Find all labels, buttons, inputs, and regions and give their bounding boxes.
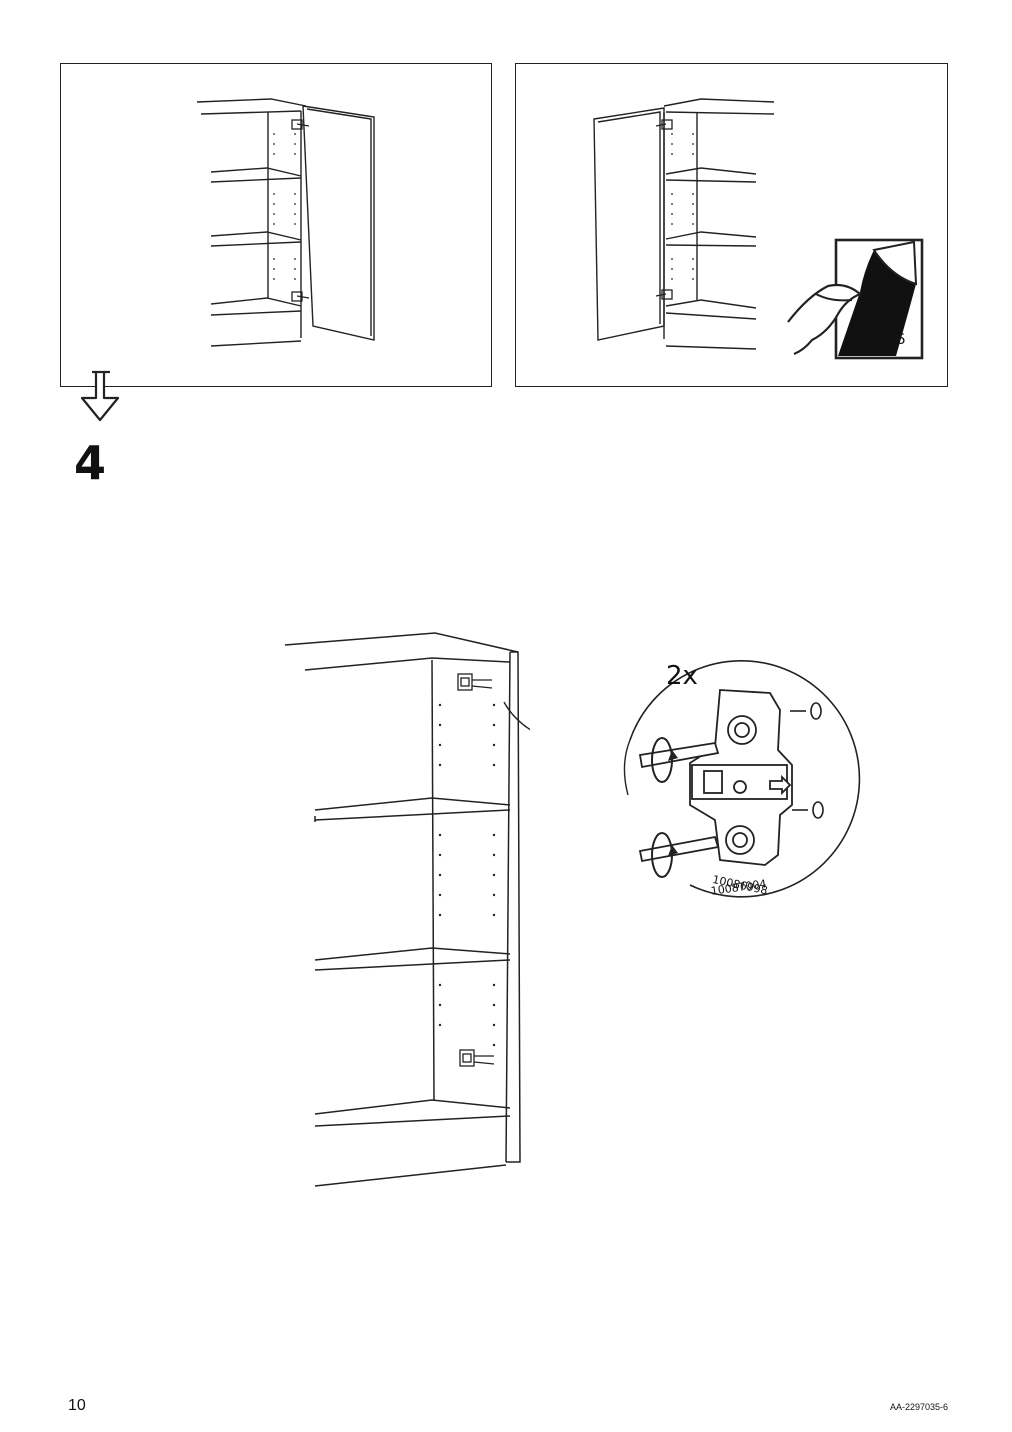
main-cabinet-drawing [280, 630, 530, 1190]
illustration-panel-door-attached [60, 63, 492, 387]
document-code: AA-2297035-6 [889, 1402, 948, 1412]
peel-sticker-count: 15 [888, 332, 906, 348]
cabinet-with-door-drawing [196, 98, 375, 347]
step-number: 4 [74, 436, 107, 490]
illustration-panel-door-open: 15 [515, 63, 948, 387]
peel-sticker-icon [787, 238, 924, 360]
cabinet-with-open-door-drawing [593, 98, 924, 360]
quantity-label: 2x [666, 661, 698, 691]
hinge-detail-callout: 2x 10086998 10087004 [620, 655, 870, 905]
page-number: 10 [68, 1397, 86, 1414]
continue-arrow-icon [74, 368, 126, 424]
